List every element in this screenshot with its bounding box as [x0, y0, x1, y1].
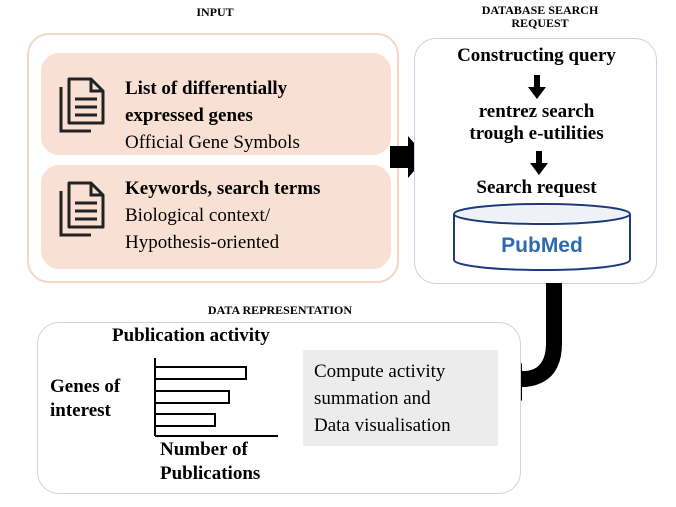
rentrez-line1: rentrez search	[478, 101, 595, 122]
arrow-down-icon	[528, 75, 546, 99]
y-axis-label-line1: Genes of	[50, 376, 121, 397]
gene-list-line3: Official Gene Symbols	[125, 132, 300, 153]
x-axis-label-line1: Number of	[160, 439, 248, 460]
database-search-panel: Constructing query rentrez search trough…	[414, 38, 657, 284]
chart-bar	[154, 390, 230, 404]
y-axis-label-line2: interest	[50, 400, 111, 421]
document-stack-icon	[55, 75, 111, 142]
compute-line1: Compute activity	[314, 361, 446, 382]
chart-title: Publication activity	[112, 325, 270, 346]
input-panel: List of differentially expressed genes O…	[27, 33, 399, 283]
compute-activity-box: Compute activity summation and Data visu…	[303, 350, 498, 446]
document-stack-icon	[55, 179, 111, 246]
keywords-text: Keywords, search terms Biological contex…	[125, 175, 320, 256]
input-section-title: INPUT	[196, 5, 234, 19]
y-axis-label: Genes of interest	[50, 375, 150, 423]
rentrez-search-step: rentrez search trough e-utilities	[415, 101, 658, 145]
gene-list-text: List of differentially expressed genes O…	[125, 75, 300, 156]
compute-line2: summation and	[314, 388, 431, 409]
keywords-line3: Hypothesis-oriented	[125, 232, 280, 253]
arrow-down-icon	[530, 151, 548, 175]
keywords-card: Keywords, search terms Biological contex…	[41, 165, 391, 269]
gene-list-line1: List of differentially	[125, 78, 288, 99]
publication-activity-chart	[154, 358, 278, 437]
rentrez-line2: trough e-utilities	[469, 123, 604, 144]
x-axis-label-line2: Publications	[160, 463, 261, 484]
data-representation-section-title: DATA REPRESENTATION	[207, 303, 353, 317]
keywords-line1: Keywords, search terms	[125, 178, 321, 199]
pubmed-logo: PubMed	[501, 234, 583, 257]
chart-bar	[154, 366, 247, 380]
database-search-section-title: DATABASE SEARCH REQUEST	[450, 4, 630, 30]
search-request-step: Search request	[476, 177, 597, 198]
gene-list-card: List of differentially expressed genes O…	[41, 53, 391, 155]
database-search-title-line2: REQUEST	[511, 16, 569, 30]
constructing-query-step: Constructing query	[457, 45, 616, 66]
chart-bar	[154, 413, 216, 427]
keywords-line2: Biological context/	[125, 205, 271, 226]
compute-line3: Data visualisation	[314, 415, 451, 436]
gene-list-line2: expressed genes	[125, 105, 253, 126]
x-axis-label: Number of Publications	[160, 438, 300, 486]
database-cylinder-icon	[453, 203, 631, 271]
database-search-title-line1: DATABASE SEARCH	[481, 3, 599, 17]
